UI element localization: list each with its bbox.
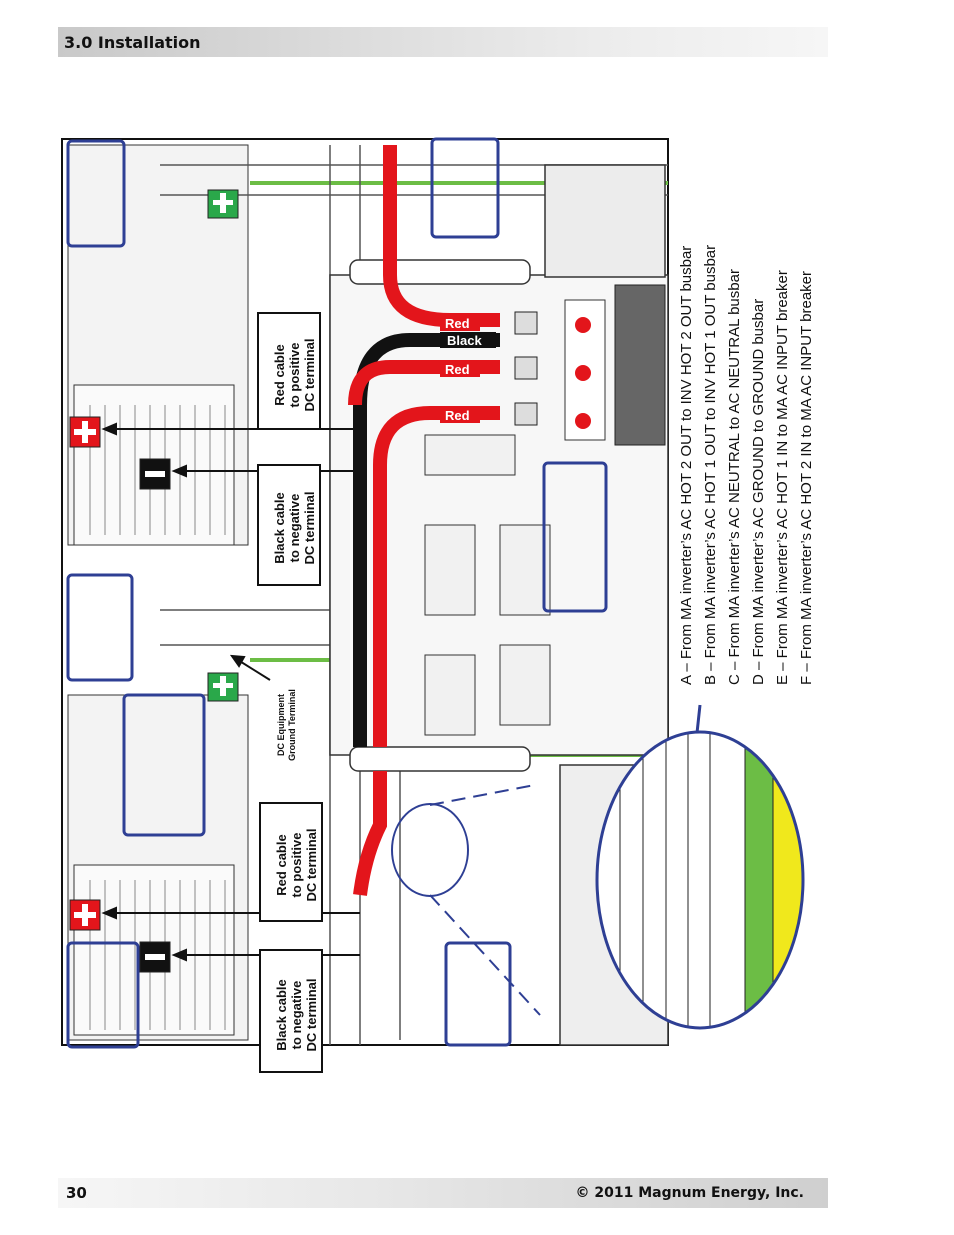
page-number: 30 — [66, 1184, 87, 1202]
mounting-bracket-lower — [349, 746, 531, 772]
legend-item-c: C – From MA inverter’s AC NEUTRAL to AC … — [726, 269, 743, 685]
legend-item-a: A – From MA inverter’s AC HOT 2 OUT to I… — [678, 246, 695, 685]
callout-lower-red — [259, 802, 323, 922]
callout-lower-red-line3: DC terminal — [304, 829, 319, 902]
wiring-legend: A – From MA inverter’s AC HOT 2 OUT to I… — [678, 245, 815, 685]
red-dc-cable-lower-inverter — [353, 771, 387, 896]
inverter-housing-lower — [67, 694, 249, 1041]
cable-label-black-top: Black — [447, 333, 482, 348]
dc-breaker-block — [514, 284, 666, 446]
callout-upper-black-line1: Black cable — [272, 492, 287, 564]
legend-item-e: E – From MA inverter’s AC HOT 1 IN to MA… — [774, 270, 791, 685]
positive-terminal-icon — [69, 416, 101, 448]
callout-upper-red — [257, 312, 321, 430]
callout-upper-red-line1: Red cable — [272, 344, 287, 405]
busbars — [424, 434, 551, 736]
red-dc-cable-low — [373, 406, 500, 747]
mounting-bracket-upper — [349, 259, 531, 285]
section-header: 3.0 Installation — [58, 27, 828, 57]
wiring-diagram: Red Black Red Red Red cable t — [60, 135, 830, 1080]
legend-item-b: B – From MA inverter’s AC HOT 1 OUT to I… — [702, 245, 719, 685]
callout-lower-black-line2: to negative — [289, 981, 304, 1050]
ground-terminal-icon — [207, 672, 239, 702]
callout-upper-black — [257, 464, 321, 586]
red-dc-cable-mid — [348, 360, 500, 406]
legend-item-d: D – From MA inverter’s AC GROUND to GROU… — [750, 299, 767, 685]
zoom-detail-circle — [595, 730, 805, 1030]
positive-terminal-icon — [69, 899, 101, 931]
callout-ground-line1: DC Equipment — [276, 694, 286, 756]
callout-upper-red-line2: to positive — [287, 342, 302, 407]
callout-upper-red-line3: DC terminal — [302, 339, 317, 412]
negative-terminal-icon — [139, 941, 171, 973]
ground-terminal-icon — [207, 189, 239, 219]
callout-lower-red-line1: Red cable — [274, 834, 289, 895]
section-title: 3.0 Installation — [64, 33, 201, 52]
callout-ground-line2: Ground Terminal — [287, 689, 297, 761]
cable-label-red-top: Red — [445, 316, 470, 331]
negative-terminal-icon — [139, 458, 171, 490]
callout-lower-red-line2: to positive — [289, 832, 304, 897]
callout-lower-black — [259, 949, 323, 1073]
cable-label-red-mid: Red — [445, 362, 470, 377]
cable-label-red-low: Red — [445, 408, 470, 423]
callout-upper-black-line2: to negative — [287, 494, 302, 563]
legend-item-f: F – From MA inverter’s AC HOT 2 IN to MA… — [798, 271, 815, 685]
copyright-notice: © 2011 Magnum Energy, Inc. — [575, 1185, 804, 1201]
callout-upper-black-line3: DC terminal — [302, 492, 317, 565]
highlight-boxes — [66, 137, 608, 1049]
callout-lower-black-line3: DC terminal — [304, 979, 319, 1052]
callout-lower-black-line1: Black cable — [274, 979, 289, 1051]
page-footer: 30 © 2011 Magnum Energy, Inc. — [58, 1178, 828, 1208]
